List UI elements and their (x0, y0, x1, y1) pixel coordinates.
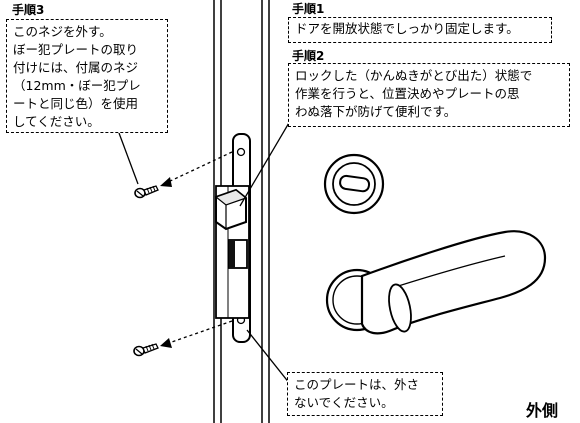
step2-line: ロックした（かんぬきがとび出た）状態で (295, 68, 533, 83)
step3-heading: 手順3 (12, 3, 45, 17)
plate-note-line: ないでください。 (294, 395, 394, 410)
step2-heading: 手順2 (292, 49, 325, 63)
lever-handle (325, 230, 547, 335)
latch-bolt (228, 239, 248, 269)
step3-note: このネジを外す。 ぼー犯プレートの取り 付けには、付属のネジ （12mm・ぼー犯… (6, 19, 168, 133)
step3-line: ぼー犯プレートの取り (13, 42, 139, 57)
leader-lines (118, 115, 294, 385)
screw-arrows (165, 151, 233, 345)
step2-note: ロックした（かんぬきがとび出た）状態で 作業を行うと、位置決めやプレートの思 わ… (288, 63, 570, 127)
arrow-heads (160, 177, 172, 348)
step3-line: 付けには、付属のネジ (13, 60, 139, 75)
screw-lower (133, 343, 159, 357)
step2-line: わぬ落下が防げて便利です。 (295, 104, 457, 119)
thumb-turn (323, 153, 385, 215)
plate-note-line: このプレートは、外さ (294, 377, 420, 392)
step2-line: 作業を行うと、位置決めやプレートの思 (295, 86, 520, 101)
screw-upper (134, 185, 159, 199)
step1-note: ドアを開放状態でしっかり固定します。 (288, 17, 552, 43)
step3-line: このネジを外す。 (13, 24, 112, 39)
door-edge (213, 0, 270, 423)
step3-line: ートと同じ色）を使用 (13, 96, 139, 111)
step1-heading: 手順1 (292, 2, 325, 16)
step3-line: （12mm・ぼー犯プレ (13, 78, 141, 93)
step3-line: してください。 (13, 114, 100, 129)
step1-text: ドアを開放状態でしっかり固定します。 (295, 21, 519, 36)
deadbolt (214, 188, 248, 231)
outside-label: 外側 (526, 401, 559, 420)
plate-note: このプレートは、外さ ないでください。 (287, 372, 443, 416)
